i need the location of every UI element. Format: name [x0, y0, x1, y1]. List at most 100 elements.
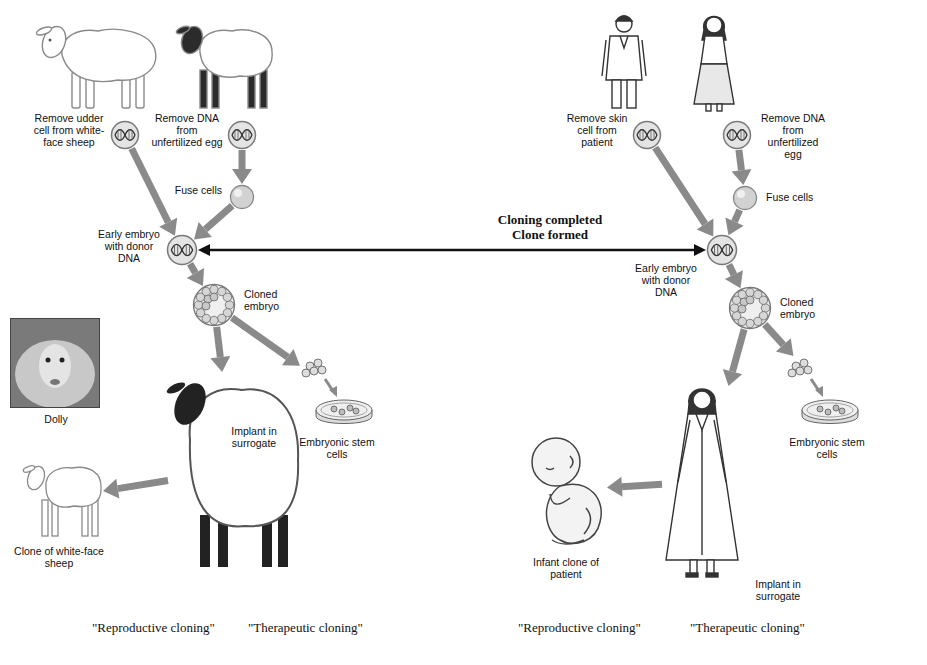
step-arrow — [194, 206, 232, 240]
stem-cell-dish-picture-part — [796, 367, 804, 375]
inner-cell — [210, 293, 218, 301]
step-arrow — [655, 148, 713, 237]
egg-donor-figure-part — [694, 64, 734, 104]
step-arrow — [132, 148, 178, 235]
dna-rung — [249, 131, 250, 138]
stem-cell-dish-picture-part — [353, 408, 359, 414]
dna-strand — [727, 130, 747, 141]
step-arrow — [765, 324, 794, 356]
step-arrow — [232, 318, 300, 366]
surrogate-woman-figure-part — [707, 560, 714, 574]
dna-strand — [115, 130, 135, 141]
dna-cell-outline — [227, 120, 257, 150]
double-arrow — [198, 244, 706, 256]
dna-strand — [232, 130, 252, 141]
step-label: Early embryo with donor DNA — [96, 228, 162, 264]
black-face-sheep-part — [200, 70, 207, 108]
arrow-shaft — [655, 148, 705, 224]
dna-rung — [654, 131, 655, 138]
dna-strand — [232, 130, 252, 141]
dna-symbol — [727, 130, 747, 141]
dna-rung — [714, 246, 715, 254]
surrogate-woman: Implant in surrogate — [662, 386, 742, 578]
step-label: Embryonic stem cells — [784, 436, 870, 460]
dna-rung — [651, 130, 652, 140]
cell-outline — [168, 236, 197, 265]
stem-cell-dish-picture-part — [310, 367, 318, 375]
dna-rung — [174, 246, 175, 254]
dna-cell: Remove skin cell from patient — [632, 120, 662, 150]
dolly-photo-picture-part — [50, 379, 60, 385]
cloned-embryo-outline — [728, 286, 772, 330]
dna-rung — [189, 246, 190, 254]
dna-cell: Remove DNA from unfertilized egg — [722, 120, 752, 150]
egg-highlight — [234, 189, 242, 197]
patient-figure-part — [612, 80, 621, 108]
dna-cell: Remove DNA from unfertilized egg — [227, 120, 257, 150]
dna-rung — [186, 245, 187, 256]
arrow-shaft — [190, 264, 195, 273]
black-face-sheep-part — [175, 25, 190, 35]
dna-strand — [711, 244, 732, 255]
dna-rung — [118, 131, 119, 138]
step-arrow — [723, 329, 744, 386]
surrogate-sheep-figure-part — [165, 380, 187, 396]
surrogate-woman-figure-part — [666, 414, 738, 560]
cell-outline — [229, 122, 256, 149]
embryo-cell — [746, 319, 754, 327]
dna-symbol — [232, 130, 252, 141]
patient-figure — [602, 16, 646, 108]
dna-symbol — [115, 130, 135, 141]
infant-clone: Infant clone of patient — [525, 432, 607, 548]
stem-cell-dish-picture-part — [331, 406, 337, 412]
step-arrow — [725, 210, 743, 235]
stem-cell-dish-picture-part — [817, 406, 823, 412]
surrogate-woman-figure-part — [701, 430, 702, 555]
dna-rung — [730, 131, 731, 138]
arrow-shaft — [732, 329, 744, 371]
dolly-photo-picture-part — [60, 358, 65, 363]
step-arrow — [732, 150, 752, 185]
surrogate-sheep: Implant in surrogate — [168, 372, 300, 568]
patient-figure-part — [616, 16, 632, 21]
dna-rung — [132, 131, 133, 138]
arrow-head — [210, 356, 230, 372]
egg-outline — [734, 187, 757, 210]
enucleated-egg-outline — [229, 184, 255, 210]
surrogate-sheep-figure-part — [200, 515, 210, 567]
surrogate-sheep-figure-part — [278, 515, 288, 567]
dna-symbol — [637, 130, 657, 141]
patient-figure-part — [606, 36, 642, 80]
surrogate-woman-figure-part — [688, 389, 716, 414]
cloned-embryo-outline — [192, 283, 236, 327]
stem-cell-dish-picture-part — [833, 405, 839, 411]
stem-cell-dish-picture-part — [318, 366, 326, 374]
cloned-embryo: Cloned embryo — [728, 286, 772, 330]
dna-rung — [121, 130, 122, 140]
stem-cell-dish-picture — [302, 359, 372, 424]
inner-cell — [746, 296, 754, 304]
clone-sheep-figure — [23, 464, 102, 536]
early-embryo-outline — [166, 234, 198, 266]
dna-rung — [238, 130, 239, 140]
early-embryo: Early embryo with donor DNA — [166, 234, 198, 266]
embryo-cell — [210, 316, 218, 324]
step-label: Remove udder cell from white-face sheep — [30, 112, 108, 148]
clone-sheep-figure-part — [46, 467, 101, 507]
inner-cell — [738, 305, 746, 313]
infant-clone-figure-part — [584, 508, 591, 534]
dna-rung — [717, 245, 718, 256]
dna-strand — [637, 130, 657, 141]
step-label: Cloned embryo — [780, 296, 840, 320]
cell-outline — [112, 122, 139, 149]
surrogate-woman-figure — [666, 389, 738, 577]
embryo-cell — [746, 288, 754, 296]
dna-cell-outline — [722, 120, 752, 150]
embryo-cell — [225, 301, 233, 309]
dna-symbol — [171, 244, 192, 255]
egg-donor-figure-part — [706, 104, 711, 111]
dna-rung — [235, 131, 236, 138]
step-label: Implant in surrogate — [218, 425, 290, 449]
